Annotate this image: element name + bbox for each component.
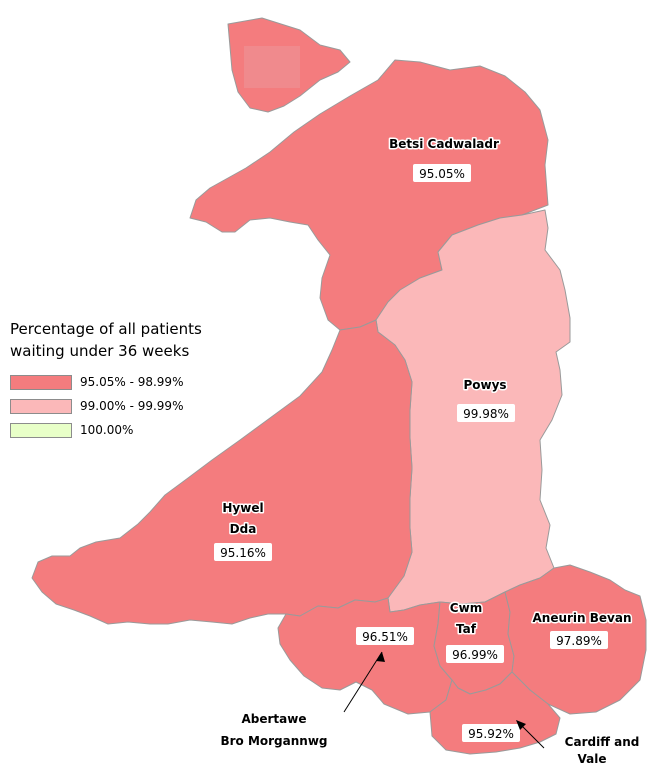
- label-abertawe-name-1: Abertawe: [242, 712, 307, 726]
- legend-swatch-0: [10, 374, 72, 390]
- legend-item-2: 100.00%: [10, 418, 220, 442]
- redaction-block: [244, 46, 300, 88]
- value-box-hywel: [214, 543, 272, 561]
- label-powys-name: Powys: [463, 378, 506, 392]
- label-cwmtaf-name-2: Taf: [456, 622, 477, 636]
- label-cwmtaf-name-1: Cwm: [450, 601, 482, 615]
- label-aneurin-name: Aneurin Bevan: [532, 611, 631, 625]
- legend-swatch-1: [10, 398, 72, 414]
- map-legend: Percentage of all patients waiting under…: [10, 318, 220, 442]
- label-betsi-name: Betsi Cadwaladr: [389, 137, 499, 151]
- label-powys-value: 99.98%: [463, 407, 509, 421]
- legend-swatch-2: [10, 422, 72, 438]
- label-abertawe-value: 96.51%: [362, 630, 408, 644]
- value-box-cardiff: [462, 724, 520, 742]
- label-hywel-value: 95.16%: [220, 546, 266, 560]
- region-abertawe-bro-morgannwg[interactable]: [277, 597, 453, 715]
- label-cardiff-value: 95.92%: [468, 727, 514, 741]
- value-box-cwmtaf: [446, 645, 504, 663]
- value-box-abertawe: [356, 627, 414, 645]
- abertawe-pointer-arrowhead: [376, 652, 385, 662]
- legend-item-1: 99.00% - 99.99%: [10, 394, 220, 418]
- legend-label-1: 99.00% - 99.99%: [80, 399, 184, 413]
- legend-label-0: 95.05% - 98.99%: [80, 375, 184, 389]
- region-betsi-cadwaladr[interactable]: [189, 59, 549, 331]
- legend-item-0: 95.05% - 98.99%: [10, 370, 220, 394]
- legend-title-line-1: Percentage of all patients: [10, 320, 202, 338]
- value-box-betsi: [413, 164, 471, 182]
- value-box-powys: [457, 404, 515, 422]
- region-hywel-dda[interactable]: [31, 319, 413, 625]
- legend-title: Percentage of all patients waiting under…: [10, 318, 220, 362]
- label-abertawe-name-2: Bro Morgannwg: [220, 734, 327, 748]
- cardiff-pointer-arrowhead: [516, 720, 526, 730]
- legend-label-2: 100.00%: [80, 423, 134, 437]
- value-box-aneurin: [550, 631, 608, 649]
- abertawe-pointer-line: [343, 651, 383, 713]
- label-cardiff-name-2: Vale: [578, 752, 607, 766]
- label-aneurin-value: 97.89%: [556, 634, 602, 648]
- label-cwmtaf-value: 96.99%: [452, 648, 498, 662]
- legend-title-line-2: waiting under 36 weeks: [10, 342, 190, 360]
- label-hywel-name-2: Dda: [230, 522, 257, 536]
- label-cardiff-name-1: Cardiff and: [565, 735, 640, 749]
- label-betsi-value: 95.05%: [419, 167, 465, 181]
- label-hywel-name-1: Hywel: [222, 501, 263, 515]
